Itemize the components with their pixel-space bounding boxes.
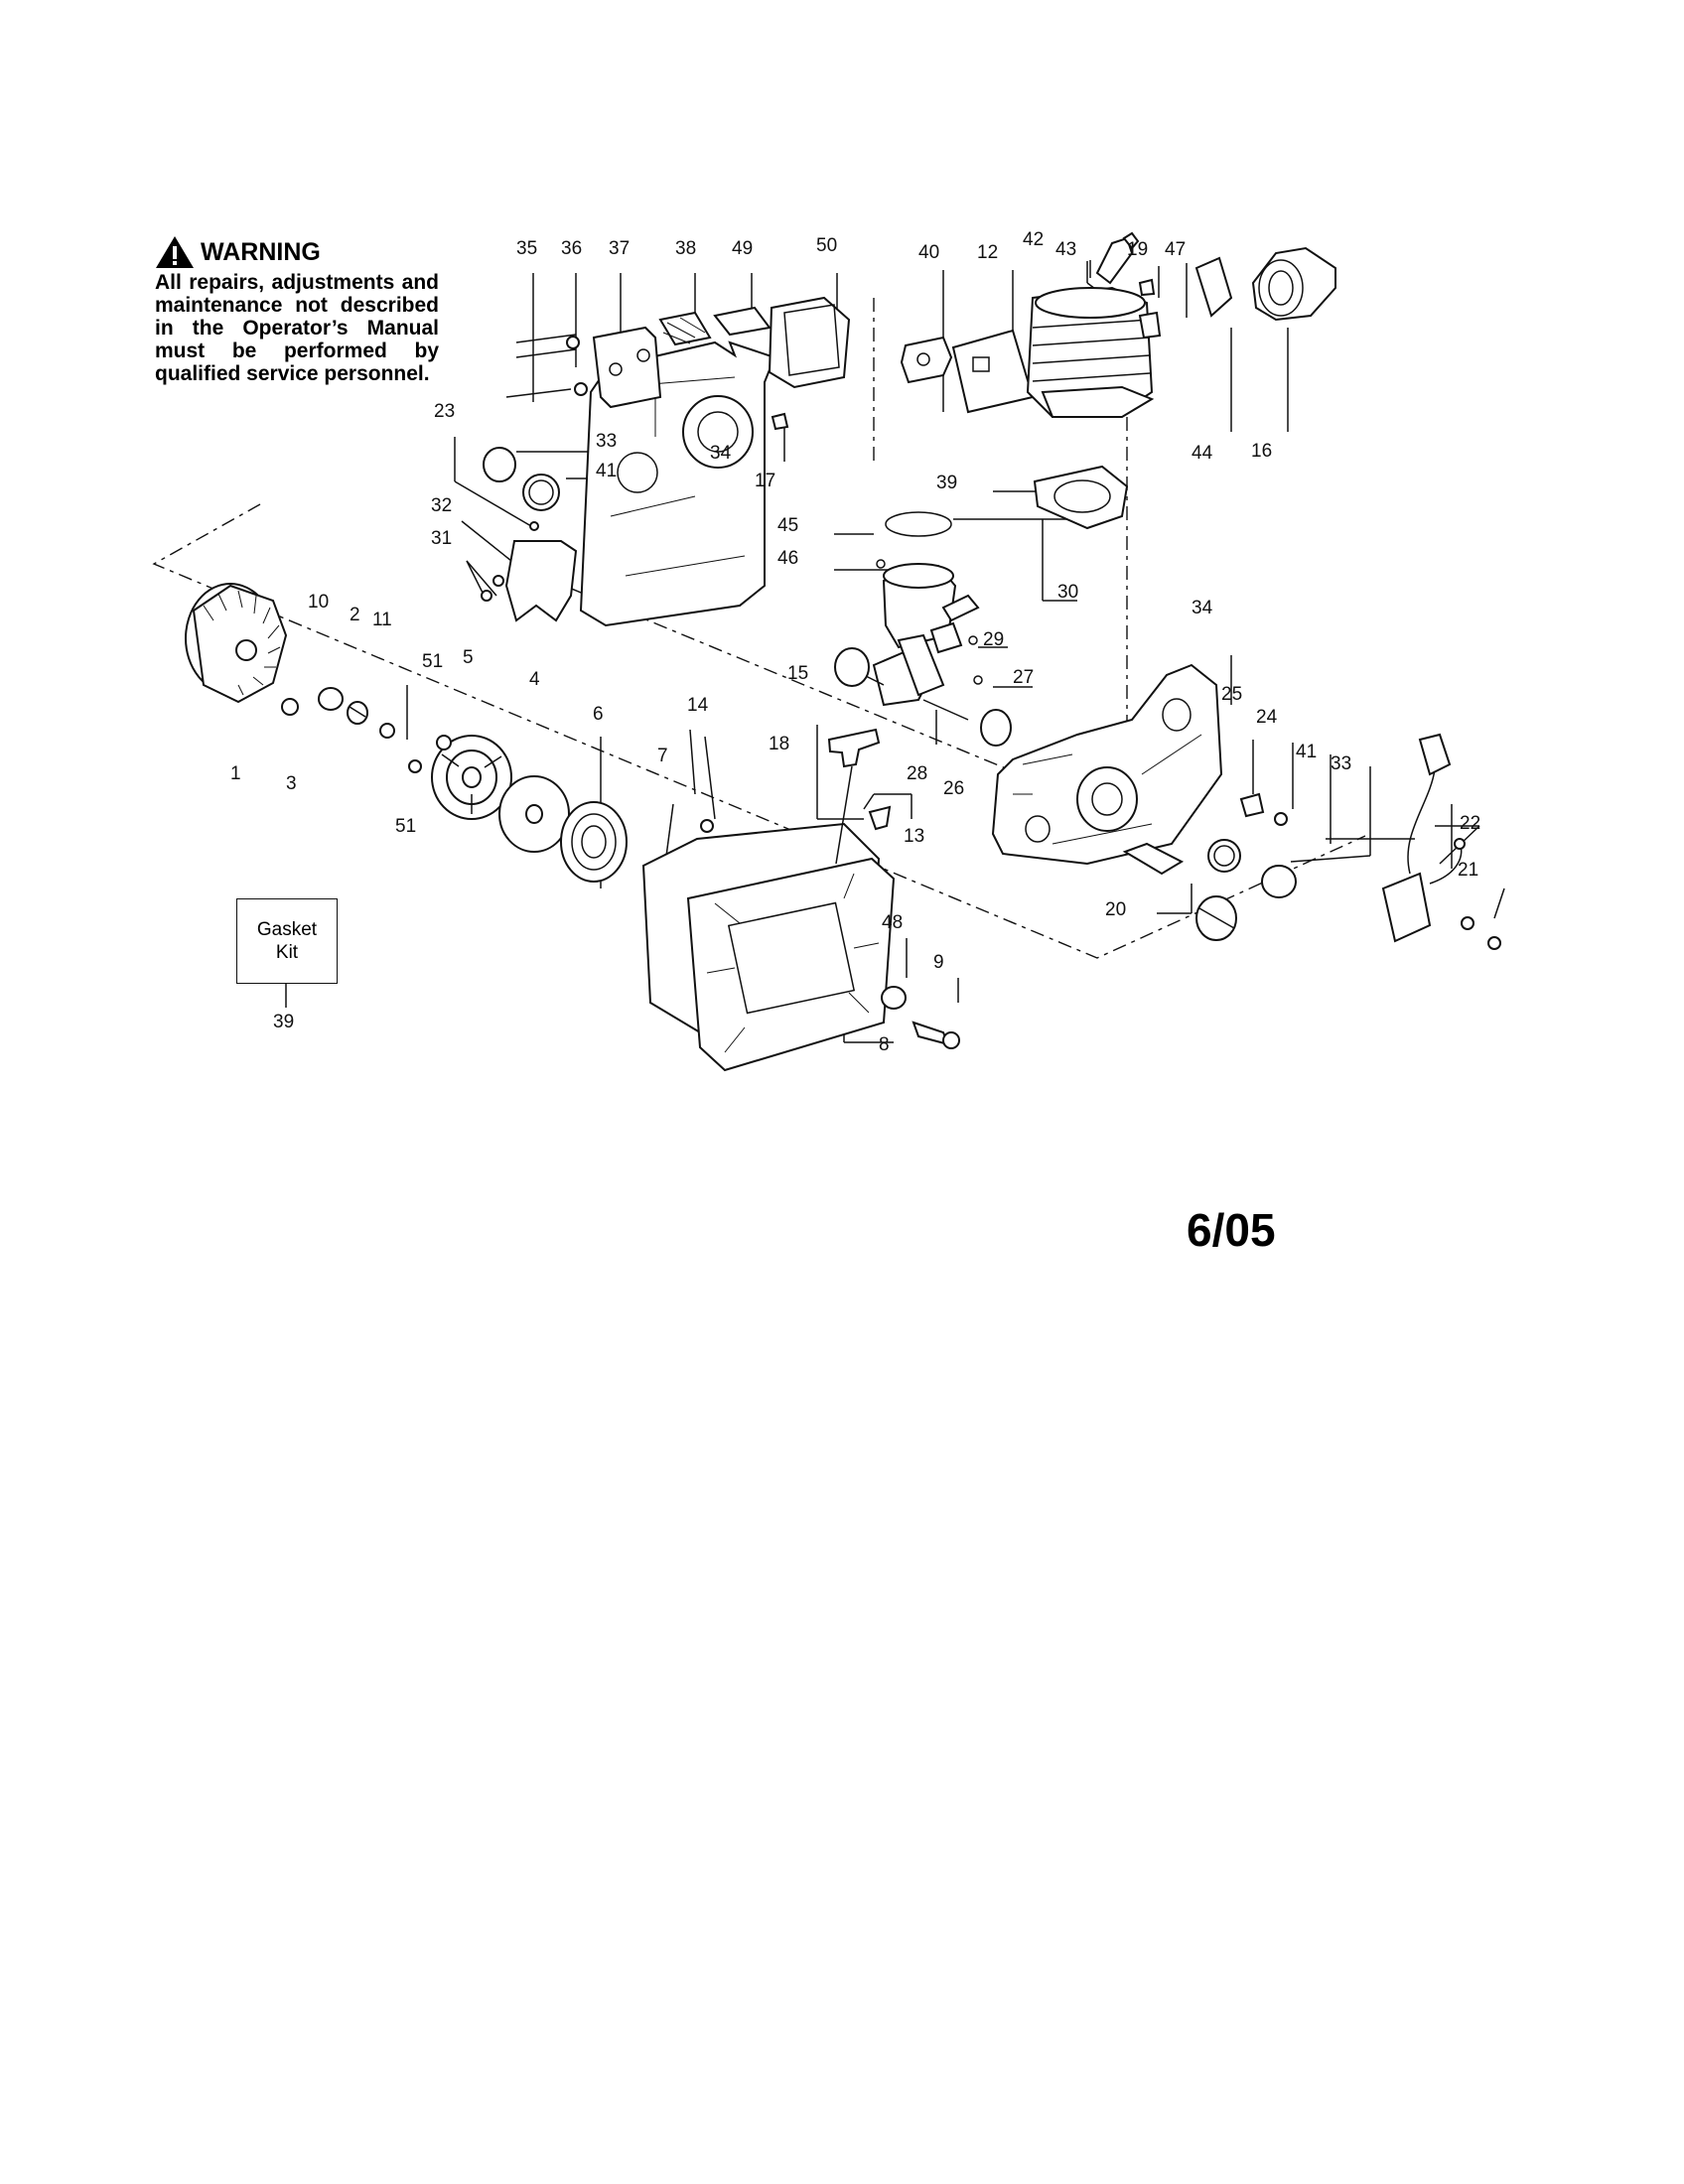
callout-29: 29 — [983, 629, 1004, 650]
callout-50: 50 — [816, 235, 837, 256]
callout-51: 51 — [422, 651, 443, 672]
intake-parts — [1194, 246, 1336, 322]
callout-34: 34 — [710, 443, 732, 464]
right-seals-parts — [1207, 792, 1297, 898]
cylinder-part — [1026, 286, 1155, 419]
callout-34b: 34 — [1192, 598, 1213, 618]
warning-notice: WARNING All repairs, adjustments and mai… — [155, 235, 439, 385]
warning-triangle-icon — [156, 236, 194, 268]
callout-4: 4 — [529, 669, 540, 690]
warning-text: All repairs, adjustments and maintenance… — [155, 271, 439, 385]
callout-45: 45 — [777, 515, 798, 536]
callout-20: 20 — [1105, 899, 1126, 920]
callout-14: 14 — [687, 695, 709, 716]
date-code: 6/05 — [1187, 1204, 1276, 1256]
callout-30: 30 — [1057, 582, 1078, 603]
callout-23: 23 — [434, 401, 455, 422]
muffler-parts — [505, 296, 851, 431]
recoil-spring-parts — [498, 775, 628, 883]
spark-plug-part — [1095, 231, 1162, 340]
callout-7: 7 — [657, 746, 668, 766]
callout-41: 41 — [596, 461, 617, 481]
gasket-kit-line2: Kit — [275, 942, 299, 963]
cylinder-gasket-part — [1033, 465, 1129, 530]
starter-handle-part — [827, 728, 892, 865]
callout-44: 44 — [1192, 443, 1213, 464]
starter-housing-part — [641, 819, 896, 1072]
callout-10: 10 — [308, 592, 329, 613]
callout-36: 36 — [561, 238, 582, 259]
callout-12: 12 — [977, 242, 998, 263]
right-crankcase-part — [991, 663, 1223, 866]
callout-51b: 51 — [395, 816, 416, 837]
callout-9: 9 — [933, 952, 944, 973]
callout-5: 5 — [463, 647, 474, 668]
callout-35: 35 — [516, 238, 537, 259]
callout-47: 47 — [1165, 239, 1186, 260]
warning-title-text: WARNING — [201, 238, 321, 266]
callout-8: 8 — [879, 1034, 890, 1055]
callout-21: 21 — [1458, 860, 1478, 881]
callout-25: 25 — [1221, 684, 1242, 705]
left-crankcase-part — [579, 341, 776, 627]
callout-33: 33 — [596, 431, 617, 452]
callout-15: 15 — [787, 663, 808, 684]
callout-49: 49 — [732, 238, 753, 259]
callout-19: 19 — [1127, 239, 1148, 260]
screw-washer-parts — [881, 986, 960, 1049]
exhaust-gasket-parts — [900, 329, 1035, 414]
callout-1: 1 — [230, 763, 241, 784]
gasket-kit-box: Gasket Kit — [236, 898, 338, 984]
callout-37: 37 — [609, 238, 630, 259]
callout-26: 26 — [943, 778, 964, 799]
callout-42: 42 — [1023, 229, 1044, 250]
callout-22: 22 — [1460, 813, 1480, 834]
ignition-coil-part — [1381, 733, 1501, 950]
callout-39: 39 — [936, 473, 957, 493]
callout-2: 2 — [350, 605, 360, 625]
callout-41b: 41 — [1296, 742, 1317, 762]
callout-32: 32 — [431, 495, 452, 516]
crankshaft-part — [834, 633, 1012, 747]
callout-labels: 35 36 37 38 49 50 40 12 42 43 19 47 44 1… — [230, 229, 1480, 1055]
oil-cap-part — [1122, 842, 1237, 941]
callout-6: 6 — [593, 704, 604, 725]
callout-38: 38 — [675, 238, 696, 259]
left-seals-parts — [481, 447, 578, 622]
gasket-kit-line1: Gasket — [256, 919, 318, 940]
pulley-part — [408, 735, 512, 820]
flywheel-part — [185, 583, 299, 716]
callout-28: 28 — [907, 763, 927, 784]
callout-48: 48 — [882, 912, 903, 933]
callout-24: 24 — [1256, 707, 1278, 728]
callout-18: 18 — [769, 734, 789, 754]
piston-parts — [876, 511, 980, 654]
gasket-kit-ref: 39 — [273, 1012, 294, 1032]
callout-17: 17 — [755, 471, 775, 491]
clutch-washer-spring-parts — [318, 687, 395, 739]
warning-title: WARNING — [155, 235, 439, 269]
callout-31: 31 — [431, 528, 452, 549]
callout-46: 46 — [777, 548, 798, 569]
callout-13: 13 — [904, 826, 924, 847]
callout-16: 16 — [1251, 441, 1272, 462]
callout-27: 27 — [1013, 667, 1034, 688]
callout-40: 40 — [918, 242, 939, 263]
callout-33b: 33 — [1331, 753, 1351, 774]
callout-43: 43 — [1055, 239, 1076, 260]
callout-3: 3 — [286, 773, 297, 794]
callout-11: 11 — [372, 610, 392, 630]
